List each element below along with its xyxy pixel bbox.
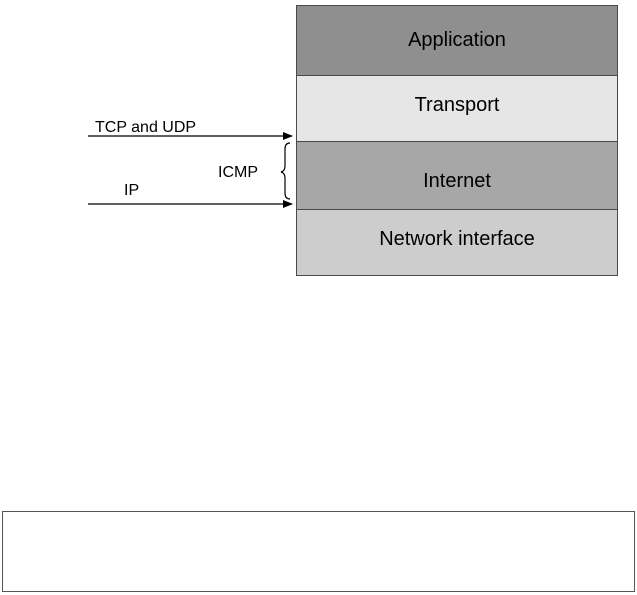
layer-internet-label: Internet bbox=[423, 170, 491, 192]
layer-stack: Application Transport Internet Network i… bbox=[296, 5, 618, 276]
layer-network-interface-label: Network interface bbox=[379, 228, 535, 250]
ip-label: IP bbox=[124, 182, 140, 199]
layer-network-interface: Network interface bbox=[297, 209, 617, 275]
layer-application-label: Application bbox=[408, 29, 506, 51]
tcp-udp-label: TCP and UDP bbox=[95, 119, 197, 136]
empty-caption-box bbox=[2, 511, 635, 592]
layer-internet: Internet bbox=[297, 141, 617, 209]
layer-transport: Transport bbox=[297, 75, 617, 141]
layer-application: Application bbox=[297, 6, 617, 75]
icmp-label: ICMP bbox=[218, 164, 258, 181]
icmp-brace bbox=[280, 142, 291, 200]
layer-transport-label: Transport bbox=[414, 94, 500, 116]
